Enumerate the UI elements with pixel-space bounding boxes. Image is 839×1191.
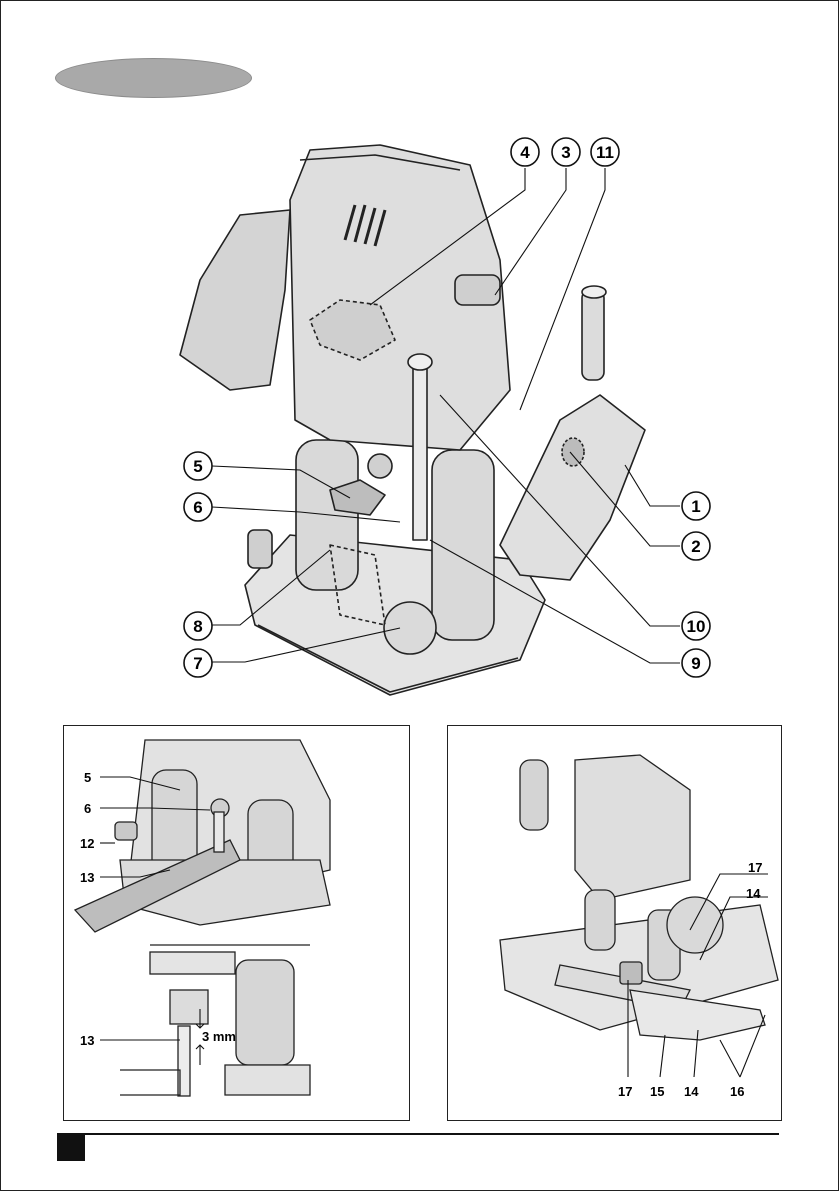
footer-rule (57, 1133, 779, 1135)
part-label: 14 (746, 886, 761, 901)
part-label: 17 (748, 860, 762, 875)
part-label: 15 (650, 1084, 664, 1099)
part-label: 14 (684, 1084, 699, 1099)
part-label: 16 (730, 1084, 744, 1099)
footer-page-marker (57, 1133, 85, 1161)
part-label: 17 (618, 1084, 632, 1099)
